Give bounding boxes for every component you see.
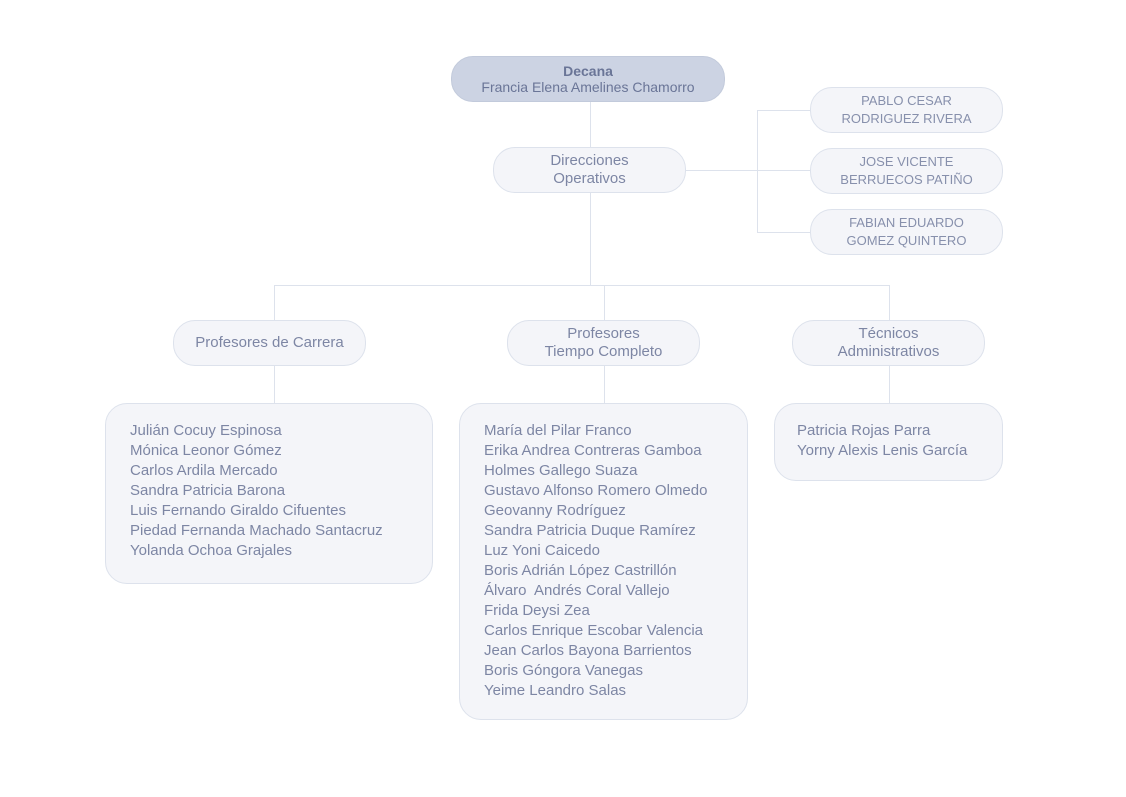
list-item: Carlos Enrique Escobar Valencia: [484, 622, 704, 639]
node-director-2[interactable]: JOSE VICENTE BERRUECOS PATIÑO: [810, 148, 1003, 194]
list-item: Luis Fernando Giraldo Cifuentes: [130, 502, 346, 519]
group-1-title-line1: Profesores de Carrera: [195, 334, 344, 351]
director-3-line1: FABIAN EDUARDO: [849, 215, 964, 230]
director-3-line2: GOMEZ QUINTERO: [846, 233, 967, 248]
node-direcciones-operativos[interactable]: Direcciones Operativos: [493, 147, 686, 193]
members-list-2: María del Pilar Franco Erika Andrea Cont…: [484, 421, 747, 701]
list-item: Frida Deysi Zea: [484, 602, 590, 619]
decana-role: Decana: [563, 63, 613, 79]
list-item: Gustavo Alfonso Romero Olmedo: [484, 482, 708, 499]
list-tecnicos-administrativos: Patricia Rojas Parra Yorny Alexis Lenis …: [774, 403, 1003, 481]
director-2-line2: BERRUECOS PATIÑO: [840, 172, 973, 187]
direcciones-line2: Operativos: [553, 170, 626, 187]
list-item: Yeime Leandro Salas: [484, 682, 627, 699]
list-profesores-carrera: Julián Cocuy Espinosa Mónica Leonor Góme…: [105, 403, 433, 584]
node-profesores-carrera[interactable]: Profesores de Carrera: [173, 320, 366, 366]
list-item: Yolanda Ochoa Grajales: [130, 542, 293, 559]
direcciones-line1: Direcciones: [550, 152, 629, 169]
list-item: Álvaro Andrés Coral Vallejo: [484, 582, 670, 599]
list-item: Julián Cocuy Espinosa: [130, 422, 282, 439]
members-list-1: Julián Cocuy Espinosa Mónica Leonor Góme…: [130, 421, 432, 561]
group-3-title-line2: Administrativos: [837, 343, 940, 360]
list-item: Sandra Patricia Duque Ramírez: [484, 522, 696, 539]
list-item: Patricia Rojas Parra: [797, 422, 931, 439]
group-2-title-line2: Tiempo Completo: [544, 343, 663, 360]
list-item: Yorny Alexis Lenis García: [797, 442, 968, 459]
group-3-title-line1: Técnicos: [858, 325, 919, 342]
list-item: Mónica Leonor Gómez: [130, 442, 282, 459]
decana-name: Francia Elena Amelines Chamorro: [481, 79, 695, 95]
list-item: María del Pilar Franco: [484, 422, 632, 439]
list-item: Erika Andrea Contreras Gamboa: [484, 442, 702, 459]
node-tecnicos-administrativos[interactable]: Técnicos Administrativos: [792, 320, 985, 366]
list-item: Holmes Gallego Suaza: [484, 462, 638, 479]
node-decana[interactable]: Decana Francia Elena Amelines Chamorro: [451, 56, 725, 102]
list-item: Boris Adrián López Castrillón: [484, 562, 677, 579]
list-item: Carlos Ardila Mercado: [130, 462, 278, 479]
list-item: Luz Yoni Caicedo: [484, 542, 600, 559]
group-2-title-line1: Profesores: [567, 325, 640, 342]
list-item: Boris Góngora Vanegas: [484, 662, 643, 679]
node-director-3[interactable]: FABIAN EDUARDO GOMEZ QUINTERO: [810, 209, 1003, 255]
node-profesores-tiempo-completo[interactable]: Profesores Tiempo Completo: [507, 320, 700, 366]
list-profesores-tiempo-completo: María del Pilar Franco Erika Andrea Cont…: [459, 403, 748, 720]
director-1-line2: RODRIGUEZ RIVERA: [841, 111, 972, 126]
members-list-3: Patricia Rojas Parra Yorny Alexis Lenis …: [797, 421, 1002, 461]
list-item: Sandra Patricia Barona: [130, 482, 286, 499]
director-2-line1: JOSE VICENTE: [859, 154, 954, 169]
node-director-1[interactable]: PABLO CESAR RODRIGUEZ RIVERA: [810, 87, 1003, 133]
list-item: Jean Carlos Bayona Barrientos: [484, 642, 692, 659]
director-1-line1: PABLO CESAR: [861, 93, 952, 108]
list-item: Piedad Fernanda Machado Santacruz: [130, 522, 383, 539]
list-item: Geovanny Rodríguez: [484, 502, 626, 519]
